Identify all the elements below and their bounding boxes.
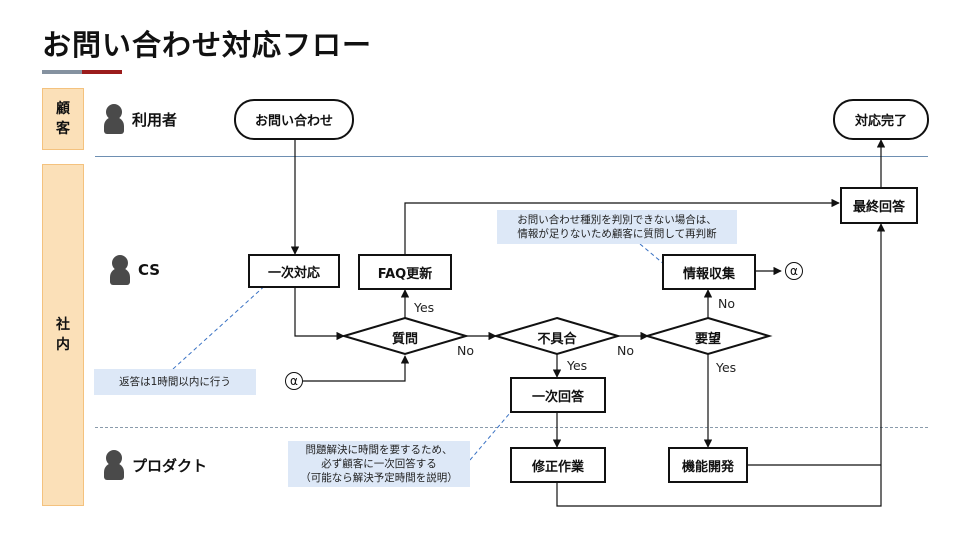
actor-cs-label: CS [138, 261, 161, 279]
label-defect-no: No [617, 343, 634, 358]
node-feature-dev: 機能開発 [668, 447, 748, 483]
node-faq-update: FAQ更新 [358, 254, 452, 290]
title-underline-gray [42, 70, 82, 74]
edge-first-response-to-question [294, 288, 345, 341]
node-first-response: 一次対応 [248, 254, 340, 288]
diamond-question [340, 316, 470, 356]
edge-alpha-to-question [303, 355, 410, 382]
label-question-no: No [457, 343, 474, 358]
label-request-yes: Yes [716, 360, 737, 375]
label-defect-yes: Yes [567, 358, 588, 373]
actor-product-label: プロダクト [132, 456, 208, 475]
edge-fix-to-final [556, 223, 886, 507]
note-info-line1: お問い合わせ種別を判別できない場合は、 [517, 214, 717, 226]
lane-tab-internal-line1: 社 [56, 317, 70, 333]
lane-separator-product [95, 427, 928, 428]
lane-tab-customer-line1: 顧 [56, 101, 70, 117]
actor-product: プロダクト [104, 450, 207, 480]
diamond-request [643, 316, 773, 356]
lane-tab-internal: 社 内 [42, 164, 84, 506]
lane-tab-customer-line2: 客 [56, 121, 70, 137]
node-done: 対応完了 [833, 99, 929, 140]
node-fix-work: 修正作業 [510, 447, 606, 483]
lane-tab-customer: 顧 客 [42, 88, 84, 150]
diamond-defect [492, 316, 622, 356]
node-final-answer: 最終回答 [840, 187, 918, 224]
person-icon [104, 104, 124, 134]
lane-tab-internal-line2: 内 [56, 337, 70, 353]
node-question-label: 質問 [391, 332, 418, 347]
callout-line-reply [172, 281, 270, 370]
note-info-gathering: お問い合わせ種別を判別できない場合は、 情報が足りないため顧客に質問して再判断 [497, 210, 737, 244]
actor-cs: CS [110, 255, 160, 285]
edge-faq-to-final [404, 198, 840, 256]
note-fix-line1: 問題解決に時間を要するため、 [305, 444, 453, 456]
person-icon [104, 450, 124, 480]
note-reply-time-text: 返答は1時間以内に行う [119, 376, 231, 388]
title-underline-red [82, 70, 122, 74]
connector-alpha-in: α [285, 372, 303, 390]
node-info-gathering: 情報収集 [662, 254, 756, 290]
note-fix-line2: 必ず顧客に一次回答する [321, 458, 437, 470]
note-fix-line3: （可能なら解決予定時間を説明） [300, 472, 458, 484]
actor-user-label: 利用者 [132, 110, 178, 129]
node-request-label: 要望 [694, 332, 721, 347]
note-reply-time: 返答は1時間以内に行う [94, 369, 256, 395]
label-question-yes: Yes [414, 300, 435, 315]
node-inquiry: お問い合わせ [234, 99, 354, 140]
note-info-line2: 情報が足りないため顧客に質問して再判断 [517, 228, 717, 240]
node-first-answer: 一次回答 [510, 377, 606, 413]
label-request-no: No [718, 296, 735, 311]
node-defect-label: 不具合 [537, 332, 577, 347]
person-icon [110, 255, 130, 285]
note-fix-work: 問題解決に時間を要するため、 必ず顧客に一次回答する （可能なら解決予定時間を説… [288, 441, 470, 487]
connector-alpha-out: α [785, 262, 803, 280]
actor-user: 利用者 [104, 104, 177, 134]
lane-separator-customer [95, 156, 928, 157]
page-title: お問い合わせ対応フロー [42, 28, 373, 62]
